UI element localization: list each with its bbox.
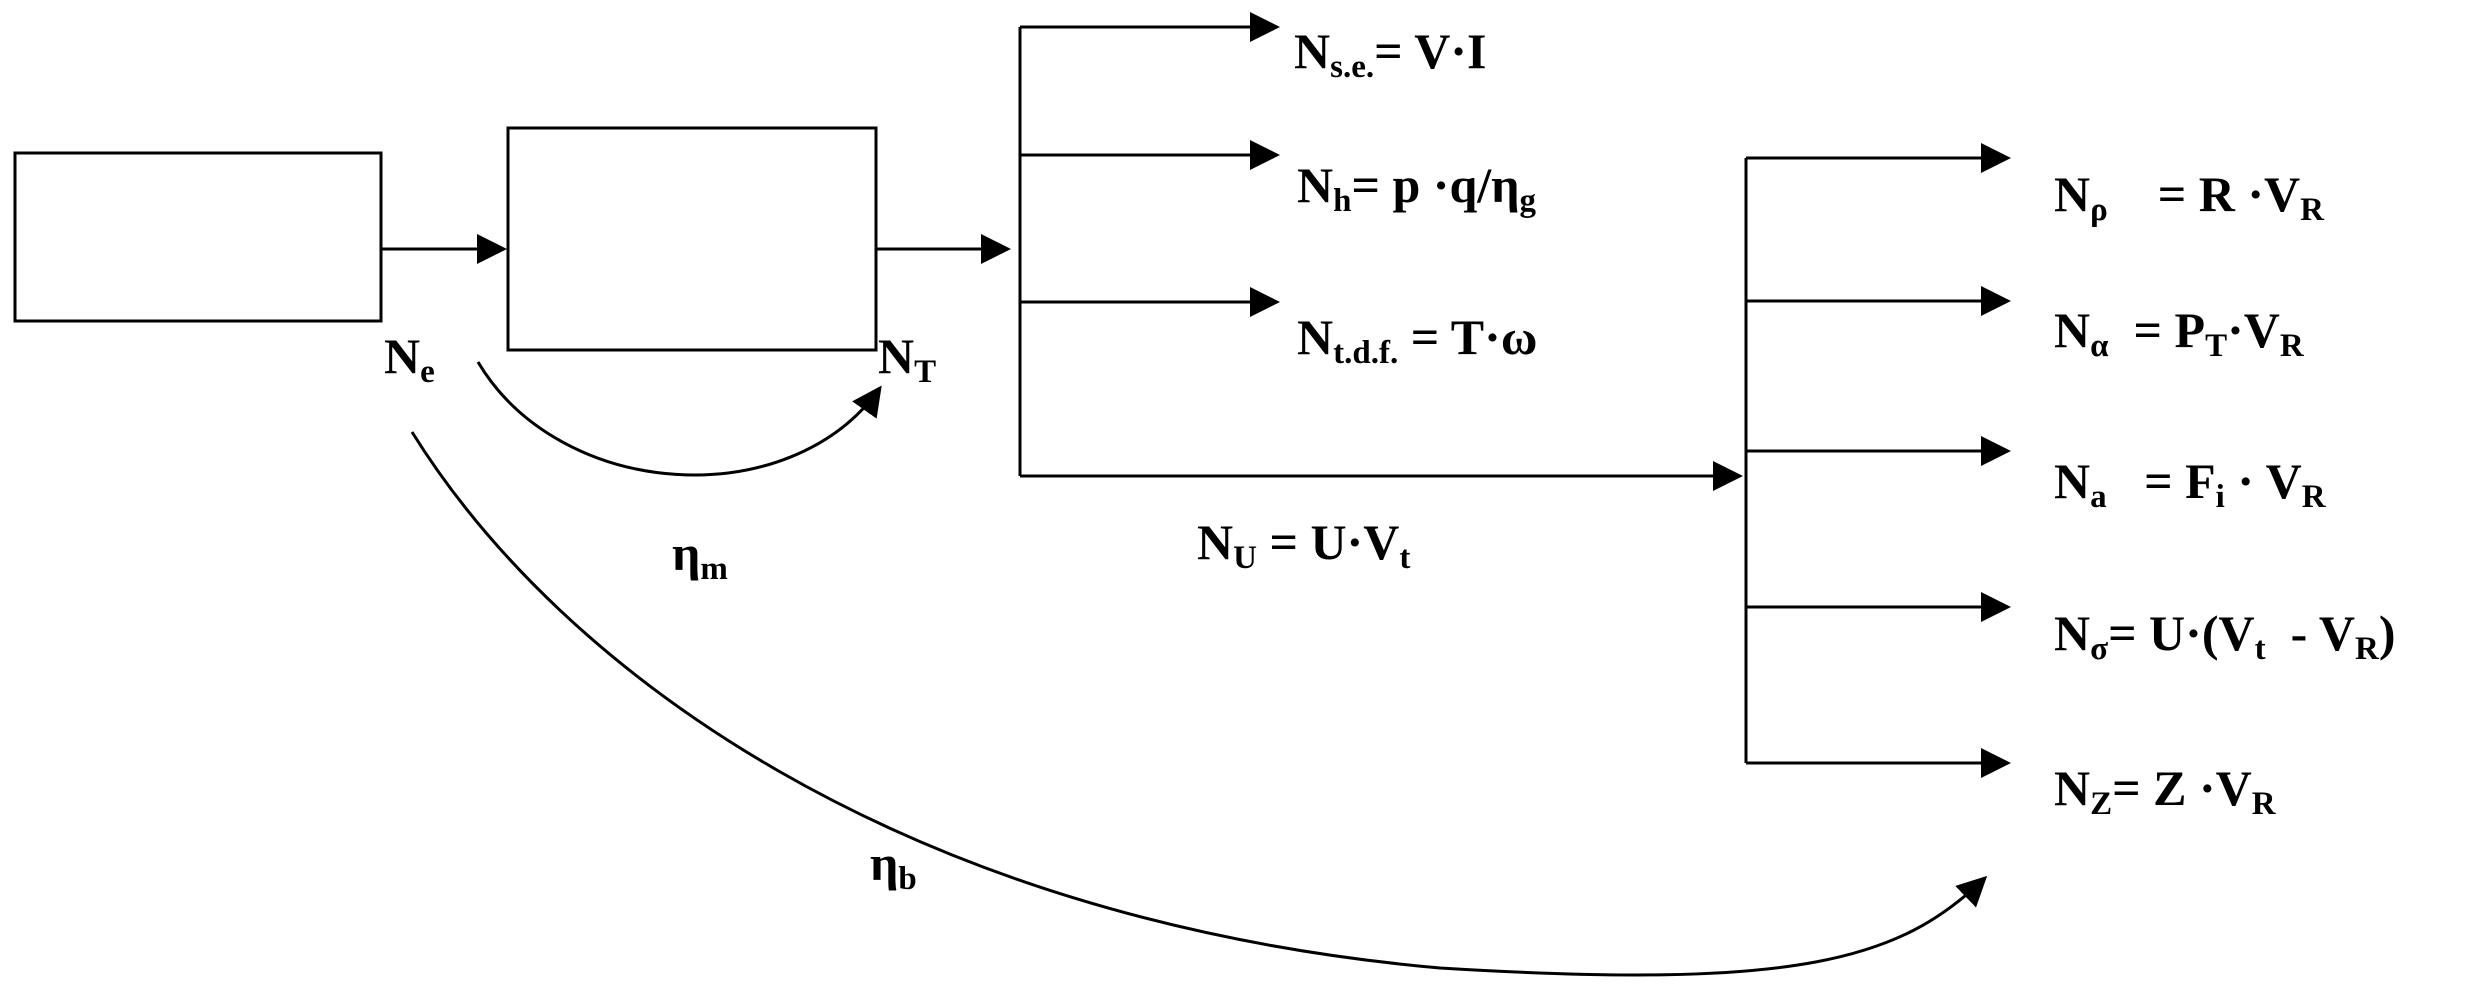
mechanical-efficiency-arc <box>476 361 882 477</box>
electric-power-formula: Ns.e.= V·I <box>1294 23 1487 86</box>
transmission-power-label: NT <box>878 328 937 391</box>
drawbar-power-formula: NZ= Z ·VR <box>2054 760 2276 823</box>
slip-power-formula: Nσ= U·(Vt - VR) <box>2054 605 2396 668</box>
pto-power-formula: Nt.d.f. = T·ω <box>1297 309 1538 372</box>
traction-power-formula: NU = U·Vt <box>1197 514 1411 577</box>
overall-efficiency-label: ηb <box>870 835 917 898</box>
hydraulic-power-formula: Nh= p ·q/ηg <box>1297 157 1537 220</box>
engine-box <box>13 151 383 323</box>
rolling-resistance-power-formula: Nρ = R ·VR <box>2054 166 2325 229</box>
slope-power-formula: Nα = PT·VR <box>2054 302 2304 365</box>
overall-efficiency-arc <box>410 431 1988 977</box>
input-power-label: Ne <box>384 328 435 391</box>
transmission-box <box>506 126 878 352</box>
mechanical-efficiency-label: ηm <box>672 525 728 588</box>
acceleration-power-formula: Na = Fi · VR <box>2054 453 2326 516</box>
